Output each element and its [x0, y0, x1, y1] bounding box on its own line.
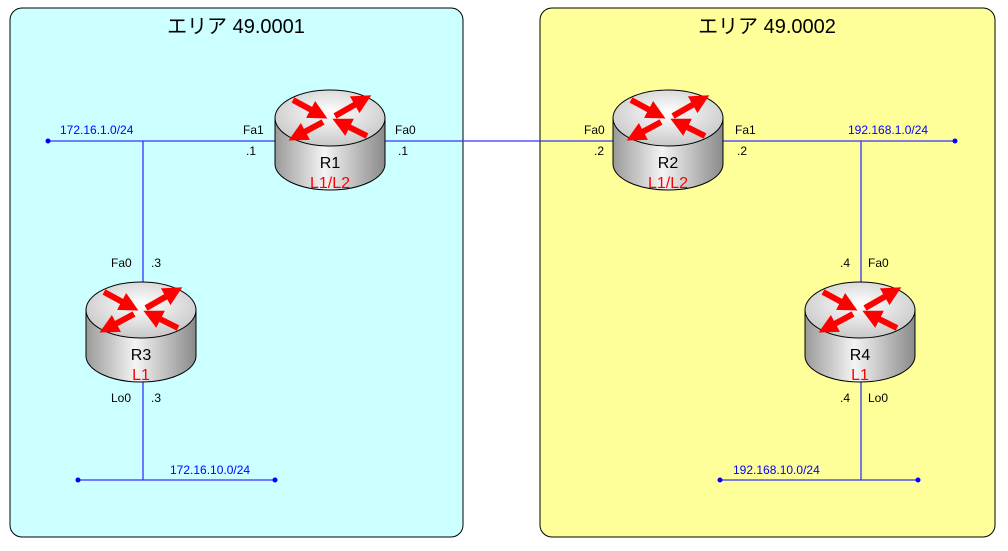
router-level: L1: [132, 367, 150, 384]
interface-ip: .4: [840, 256, 850, 270]
router-r3[interactable]: R3 L1: [86, 282, 196, 384]
interface-label: Fa0: [868, 256, 889, 270]
interface-ip: .2: [594, 144, 604, 158]
endpoint-dot: [45, 138, 51, 144]
interface-ip: .3: [151, 391, 161, 405]
interface-label: Fa0: [584, 123, 605, 137]
router-name: R2: [658, 155, 679, 172]
network-label: 192.168.10.0/24: [733, 463, 820, 477]
router-level: L1/L2: [310, 175, 350, 192]
endpoint-dot: [75, 477, 81, 483]
network-label: 192.168.1.0/24: [848, 123, 928, 137]
endpoint-dot: [717, 477, 723, 483]
interface-label: Fa0: [111, 256, 132, 270]
endpoint-dot: [915, 477, 921, 483]
router-name: R1: [320, 155, 341, 172]
area-49-0002: [539, 7, 996, 538]
network-label: 172.16.10.0/24: [170, 463, 250, 477]
interface-labels: Fa1 .1 Fa0 .1 Fa0 .2 Fa1 .2 Fa0 .3 Lo0 .…: [111, 123, 889, 405]
interface-label: Fa0: [395, 123, 416, 137]
router-r4[interactable]: R4 L1: [805, 282, 915, 384]
router-name: R3: [131, 347, 152, 364]
network-label: 172.16.1.0/24: [60, 123, 134, 137]
router-level: L1/L2: [648, 175, 688, 192]
endpoint-dot: [952, 138, 958, 144]
links: [45, 138, 958, 483]
interface-ip: .1: [398, 144, 408, 158]
area-title: エリア 49.0002: [698, 16, 836, 38]
interface-label: Fa1: [735, 123, 756, 137]
router-level: L1: [851, 367, 869, 384]
router-r1[interactable]: R1 L1/L2: [275, 90, 385, 192]
interface-label: Fa1: [243, 123, 264, 137]
router-name: R4: [850, 347, 871, 364]
router-r2[interactable]: R2 L1/L2: [613, 90, 723, 192]
interface-ip: .4: [840, 391, 850, 405]
interface-ip: .2: [737, 144, 747, 158]
area-49-0001: [9, 7, 464, 538]
interface-ip: .1: [246, 144, 256, 158]
area-title: エリア 49.0001: [167, 16, 305, 38]
interface-label: Lo0: [868, 391, 888, 405]
interface-ip: .3: [151, 256, 161, 270]
interface-label: Lo0: [111, 391, 131, 405]
endpoint-dot: [272, 477, 278, 483]
